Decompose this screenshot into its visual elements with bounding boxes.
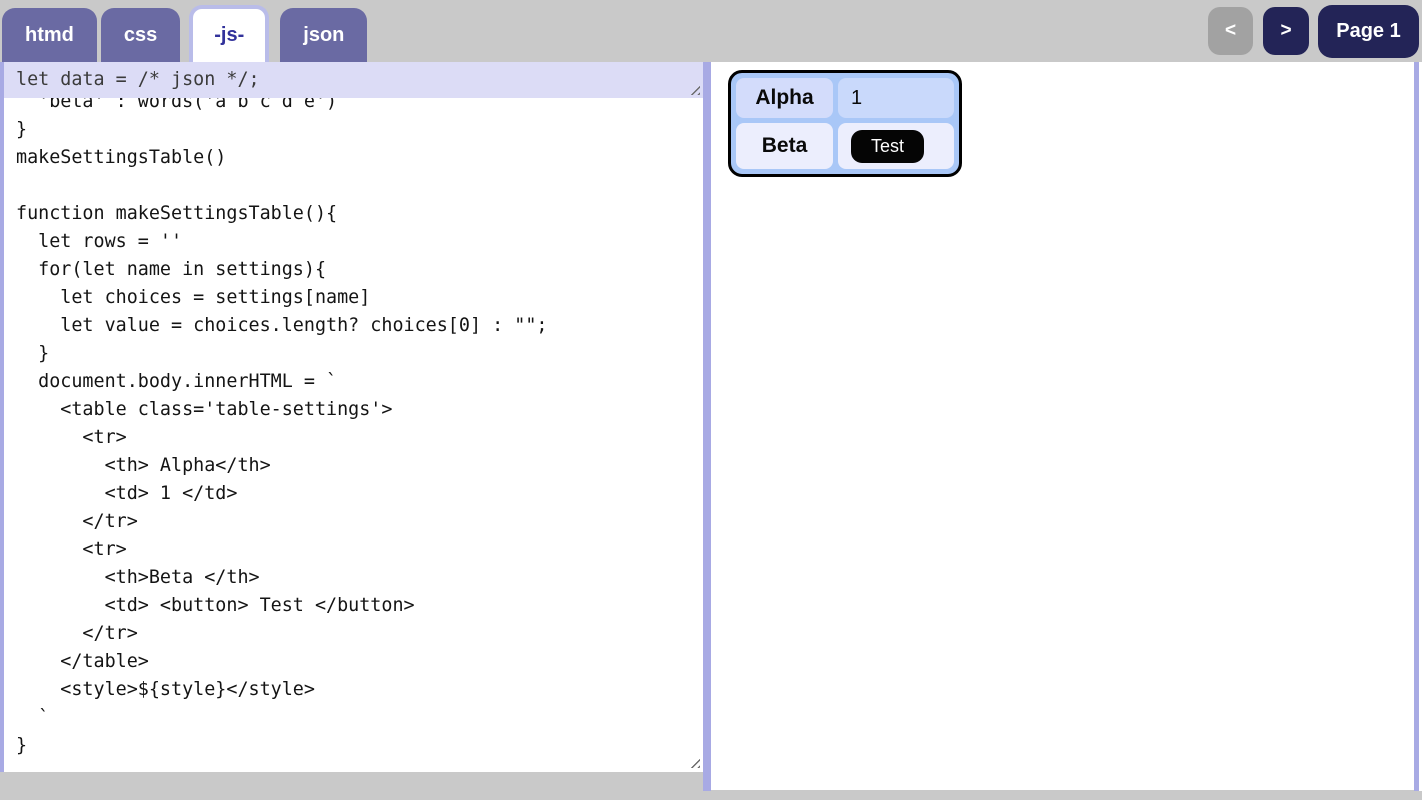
table-row: Alpha 1 — [736, 78, 954, 118]
panel-divider — [703, 62, 711, 791]
setting-value-cell: 1 — [838, 78, 954, 118]
preview-panel: Alpha 1 Beta Test — [711, 62, 1414, 790]
setting-value-cell: Test — [838, 123, 954, 169]
settings-table: Alpha 1 Beta Test — [728, 70, 962, 177]
page-indicator-button[interactable]: Page 1 — [1318, 4, 1419, 58]
setting-name-cell: Beta — [736, 123, 833, 169]
right-edge-sliver — [1419, 62, 1422, 791]
right-frame-strip — [1414, 62, 1419, 791]
page-navigation: < > Page 1 — [1208, 0, 1422, 62]
next-page-button[interactable]: > — [1263, 7, 1309, 55]
js-code-text[interactable]: 'beta' : words('a b c d e') } makeSettin… — [16, 98, 548, 756]
left-frame-strip — [0, 62, 4, 772]
prev-page-button[interactable]: < — [1208, 7, 1253, 55]
tab-css[interactable]: css — [100, 8, 181, 62]
data-wrapper-code[interactable]: let data = /* json */; — [16, 69, 260, 90]
test-button[interactable]: Test — [851, 129, 925, 163]
data-wrapper-editor[interactable]: let data = /* json */; — [4, 62, 703, 98]
editor-tab-bar: htmd css -js- json — [0, 5, 371, 62]
setting-name-cell: Alpha — [736, 78, 833, 118]
table-row: Beta Test — [736, 123, 954, 169]
tab-json[interactable]: json — [280, 8, 368, 62]
top-bar: htmd css -js- json < > Page 1 — [0, 0, 1422, 62]
resize-grip-icon[interactable] — [689, 757, 700, 768]
tab-js[interactable]: -js- — [189, 5, 270, 62]
js-code-editor[interactable]: 'beta' : words('a b c d e') } makeSettin… — [4, 98, 703, 772]
tab-htmd[interactable]: htmd — [2, 8, 97, 62]
resize-grip-icon[interactable] — [689, 84, 700, 95]
